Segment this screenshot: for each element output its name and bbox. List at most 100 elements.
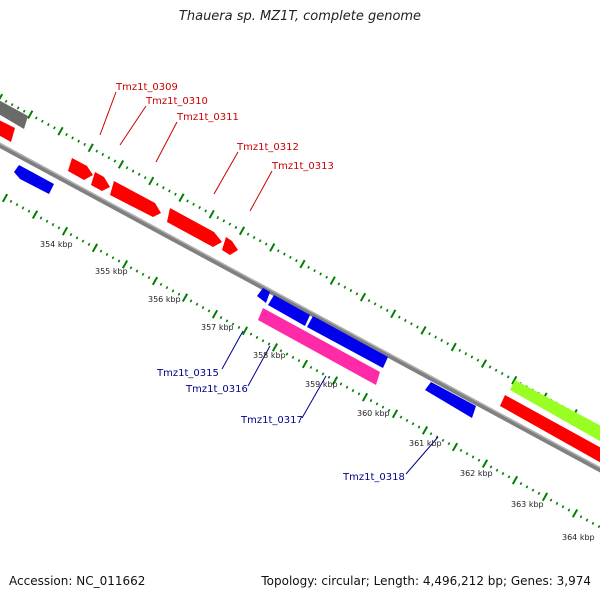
major-tick xyxy=(208,209,215,219)
forward-gene-labels: Tmz1t_0309 Tmz1t_0310 Tmz1t_0311 Tmz1t_0… xyxy=(115,82,334,172)
gene-arrow-tmz1t-0311[interactable] xyxy=(110,181,161,217)
gene-arrow-tmz1t-0315[interactable] xyxy=(257,288,270,303)
minor-tick xyxy=(440,338,443,342)
minor-tick xyxy=(561,505,565,509)
kbp-label: 355 kbp xyxy=(95,267,128,276)
feature-bar-green[interactable] xyxy=(510,380,600,444)
minor-tick xyxy=(447,442,451,446)
gene-label-tmz1t-0313[interactable]: Tmz1t_0313 xyxy=(271,161,334,172)
minor-tick xyxy=(252,235,256,239)
major-tick xyxy=(331,376,339,385)
minor-tick xyxy=(204,209,208,213)
minor-tick xyxy=(379,305,383,309)
minor-tick xyxy=(459,448,463,452)
gene-arrow-forward[interactable] xyxy=(0,118,15,142)
gene-bar-red-right[interactable] xyxy=(500,395,600,465)
minor-tick xyxy=(339,382,343,386)
gene-arrow-tmz1t-0313[interactable] xyxy=(222,237,238,255)
minor-tick xyxy=(39,216,43,220)
minor-tick xyxy=(34,116,38,120)
major-tick xyxy=(541,492,549,502)
minor-tick xyxy=(397,315,401,319)
minor-tick xyxy=(315,369,319,373)
kbp-label: 358 kbp xyxy=(253,351,286,360)
minor-tick xyxy=(201,306,205,310)
major-tick xyxy=(271,343,279,352)
minor-tick xyxy=(69,233,73,237)
minor-tick xyxy=(343,285,347,289)
minor-tick xyxy=(349,289,353,293)
gene-arrow-tmz1t-0318[interactable] xyxy=(425,382,476,418)
major-tick xyxy=(301,359,309,369)
minor-tick xyxy=(375,402,379,406)
gene-label-tmz1t-0315[interactable]: Tmz1t_0315 xyxy=(156,368,219,379)
minor-tick xyxy=(531,488,535,492)
major-tick xyxy=(91,243,99,253)
map-title: Thauera sp. MZ1T, complete genome xyxy=(178,9,422,24)
minor-tick xyxy=(171,289,175,293)
gene-label-tmz1t-0318[interactable]: Tmz1t_0318 xyxy=(342,472,405,483)
major-tick xyxy=(181,293,189,302)
major-tick xyxy=(241,326,249,336)
minor-tick xyxy=(135,269,139,273)
gene-arrow-tmz1t-0317[interactable] xyxy=(307,316,388,368)
major-tick xyxy=(87,143,94,153)
minor-tick xyxy=(429,432,433,436)
minor-tick xyxy=(249,332,253,336)
minor-tick xyxy=(143,176,147,180)
major-tick xyxy=(61,226,69,236)
minor-tick xyxy=(283,252,286,256)
minor-tick xyxy=(387,408,391,412)
minor-tick xyxy=(549,498,553,502)
minor-tick xyxy=(476,358,480,362)
forward-label-leaders xyxy=(99,91,273,212)
minor-tick xyxy=(261,339,265,343)
gene-label-tmz1t-0316[interactable]: Tmz1t_0316 xyxy=(185,384,248,395)
minor-tick xyxy=(285,352,289,356)
minor-tick xyxy=(216,216,220,220)
major-tick xyxy=(480,359,488,368)
minor-tick xyxy=(246,232,250,236)
major-tick xyxy=(148,176,155,186)
minor-tick xyxy=(155,182,159,186)
reverse-gene-track xyxy=(14,165,476,418)
gene-arrow-tmz1t-0309[interactable] xyxy=(68,158,93,180)
accession-text: Accession: NC_011662 xyxy=(9,574,146,588)
minor-tick xyxy=(117,259,121,263)
minor-tick xyxy=(369,399,373,403)
major-tick xyxy=(31,210,39,219)
major-tick xyxy=(361,392,369,402)
gene-label-tmz1t-0311[interactable]: Tmz1t_0311 xyxy=(176,112,239,123)
rna-gene-bar[interactable] xyxy=(258,308,380,385)
gene-label-tmz1t-0310[interactable]: Tmz1t_0310 xyxy=(145,96,208,107)
minor-tick xyxy=(225,319,229,323)
minor-tick xyxy=(174,192,177,196)
kbp-label: 356 kbp xyxy=(148,295,181,304)
minor-tick xyxy=(313,269,316,273)
minor-tick xyxy=(51,223,55,227)
gene-label-tmz1t-0309[interactable]: Tmz1t_0309 xyxy=(115,82,178,93)
minor-tick xyxy=(147,276,151,280)
minor-tick xyxy=(435,435,439,439)
minor-tick xyxy=(597,525,600,529)
minor-tick xyxy=(367,299,371,303)
minor-tick xyxy=(591,521,595,525)
minor-tick xyxy=(585,518,589,522)
reverse-label-leaders xyxy=(221,330,439,475)
minor-tick xyxy=(295,259,298,263)
minor-tick xyxy=(53,126,56,130)
gene-arrow-tmz1t-0316[interactable] xyxy=(268,295,310,326)
gene-arrow-tmz1t-0310[interactable] xyxy=(91,172,110,191)
grey-feature[interactable] xyxy=(0,98,28,129)
minor-tick xyxy=(441,438,445,442)
minor-tick xyxy=(21,206,25,210)
gene-label-tmz1t-0317[interactable]: Tmz1t_0317 xyxy=(240,415,303,426)
minor-tick xyxy=(137,172,141,176)
minor-tick xyxy=(319,272,322,276)
gene-arrow-reverse-left[interactable] xyxy=(14,165,54,194)
minor-tick xyxy=(519,482,523,486)
major-tick xyxy=(238,226,246,236)
major-tick xyxy=(511,375,518,385)
gene-arrow-tmz1t-0312[interactable] xyxy=(167,208,222,247)
gene-label-tmz1t-0312[interactable]: Tmz1t_0312 xyxy=(236,142,299,153)
